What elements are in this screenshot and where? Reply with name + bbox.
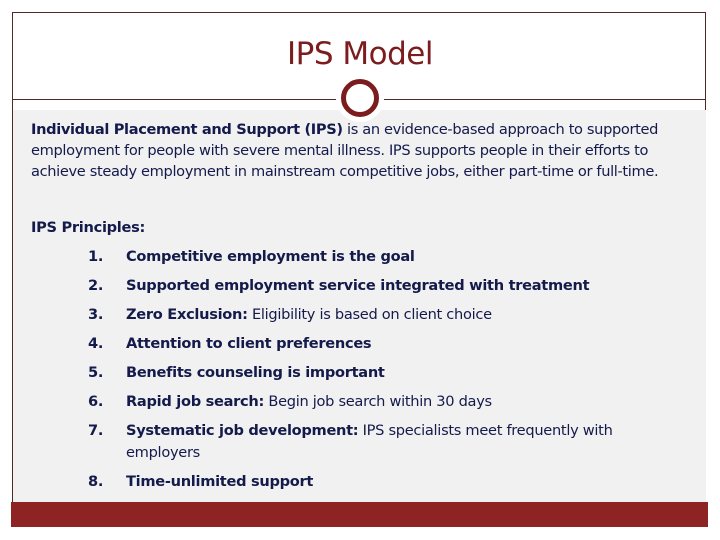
intro-bold-lead: Individual Placement and Support (IPS) xyxy=(31,121,343,138)
footer-bar xyxy=(11,502,708,527)
principle-text: IPS specialists meet frequently with emp… xyxy=(126,422,613,461)
principle-item: 7. Systematic job development: IPS speci… xyxy=(88,420,688,464)
principle-text: Benefits counseling is important xyxy=(126,364,385,381)
principle-item: 2. Supported employment service integrat… xyxy=(88,275,688,297)
principles-list: 1. Competitive employment is the goal 2.… xyxy=(88,246,688,500)
principle-item: 3. Zero Exclusion: Eligibility is based … xyxy=(88,304,688,326)
principle-lead: Zero Exclusion: xyxy=(126,306,248,323)
content-panel xyxy=(13,110,706,502)
principle-text: Time-unlimited support xyxy=(126,473,314,490)
principle-text: Attention to client preferences xyxy=(126,335,372,352)
principle-text: Supported employment service integrated … xyxy=(126,277,590,294)
principle-item: 4. Attention to client preferences xyxy=(88,333,688,355)
principle-lead: Rapid job search: xyxy=(126,393,265,410)
ring-icon xyxy=(341,79,379,117)
principle-number: 5. xyxy=(88,364,104,381)
principle-number: 2. xyxy=(88,277,104,294)
intro-text: is an evidence-based approach to support… xyxy=(31,121,659,180)
principle-item: 6. Rapid job search: Begin job search wi… xyxy=(88,391,688,413)
principle-item: 8. Time-unlimited support xyxy=(88,471,688,493)
principle-number: 4. xyxy=(88,335,104,352)
principle-number: 8. xyxy=(88,473,104,490)
principle-lead: Systematic job development: xyxy=(126,422,359,439)
principle-number: 1. xyxy=(88,248,104,265)
principles-heading: IPS Principles: xyxy=(31,219,146,236)
principle-item: 5. Benefits counseling is important xyxy=(88,362,688,384)
principle-number: 6. xyxy=(88,393,104,410)
principle-text: Competitive employment is the goal xyxy=(126,248,415,265)
principle-text: Begin job search within 30 days xyxy=(264,393,492,410)
slide-title: IPS Model xyxy=(287,36,433,72)
intro-paragraph: Individual Placement and Support (IPS) i… xyxy=(31,119,701,182)
principle-text: Eligibility is based on client choice xyxy=(247,306,492,323)
principle-number: 7. xyxy=(88,422,104,439)
principle-number: 3. xyxy=(88,306,104,323)
principle-item: 1. Competitive employment is the goal xyxy=(88,246,688,268)
